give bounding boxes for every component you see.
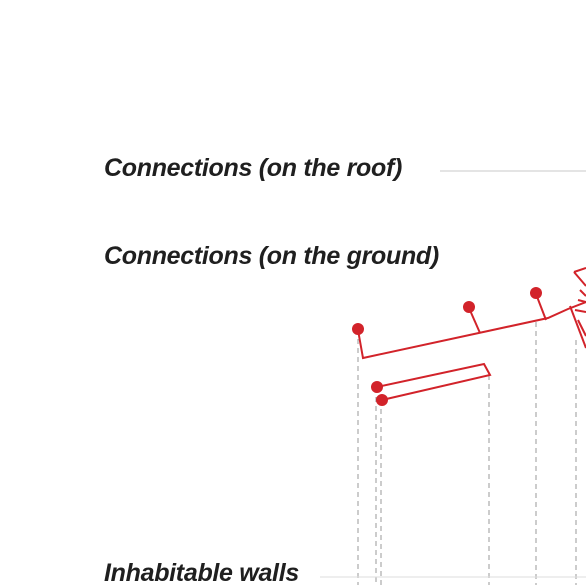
right-structure <box>573 271 586 287</box>
wall-connection-loop <box>376 362 492 401</box>
connection-node <box>530 287 542 299</box>
projection-lines <box>357 322 577 585</box>
roof-connections-label: Connections (on the roof) <box>104 154 403 182</box>
connection-node <box>352 323 364 335</box>
connection-node <box>376 394 388 406</box>
right-structure <box>569 305 586 349</box>
right-structure <box>574 309 586 313</box>
right-structure <box>579 289 586 297</box>
connection-nodes <box>352 287 542 406</box>
right-structure <box>573 267 586 273</box>
ground-connections-label: Connections (on the ground) <box>104 242 439 270</box>
right-structure <box>577 319 586 337</box>
ground-connections <box>357 267 586 401</box>
right-structure <box>577 299 586 303</box>
connection-node <box>463 301 475 313</box>
connection-node <box>371 381 383 393</box>
inhabitable-walls-label: Inhabitable walls <box>104 559 299 585</box>
